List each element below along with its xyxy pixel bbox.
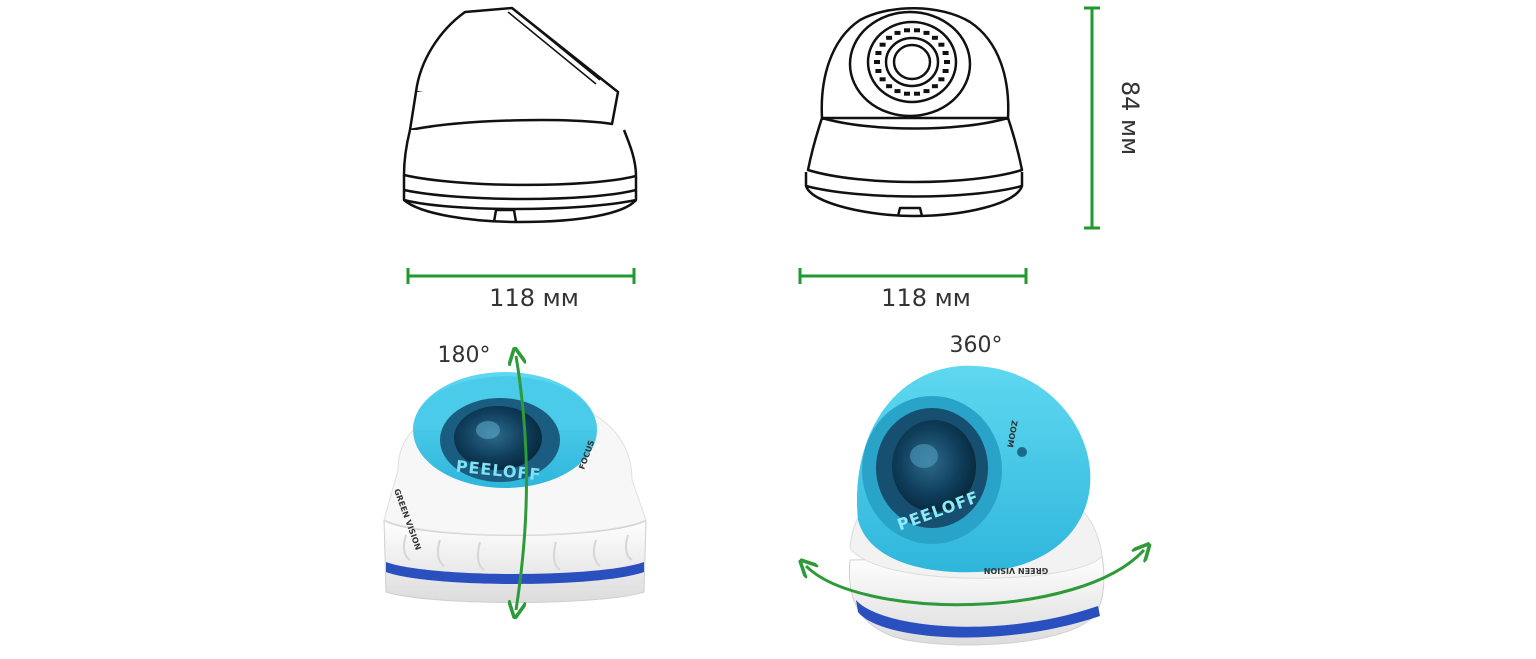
brand-logo-right: GREEN VISION [984, 566, 1049, 575]
front-view-drawing [804, 7, 1024, 218]
ir-led [923, 89, 930, 94]
ir-led [886, 84, 893, 89]
pan-arrow-icon [806, 550, 1144, 607]
ir-led [944, 60, 950, 64]
ir-led [875, 69, 882, 73]
tilt-angle-label: 180° [438, 343, 491, 368]
ir-led [942, 69, 949, 73]
ir-led [942, 51, 949, 55]
ir-led [914, 28, 920, 33]
ir-led [879, 77, 886, 82]
ir-led [904, 28, 910, 33]
ir-led [923, 30, 930, 35]
ir-led [894, 89, 901, 94]
ir-led [879, 42, 886, 47]
ir-led [894, 30, 901, 35]
ir-led [938, 42, 945, 47]
ir-led [875, 51, 882, 55]
side-view-drawing [402, 6, 638, 224]
ir-led-ring [874, 28, 950, 96]
tilt-arrow-icon [516, 356, 528, 610]
height-dimension [1084, 6, 1100, 230]
width-dimension-right [798, 268, 1028, 284]
ir-led [874, 60, 880, 64]
ir-led [931, 84, 938, 89]
ir-led [931, 35, 938, 40]
ir-led [886, 35, 893, 40]
pan-angle-label: 360° [950, 333, 1003, 358]
height-label: 84 мм [1116, 81, 1144, 155]
ir-led [938, 77, 945, 82]
width-label-right: 118 мм [881, 284, 971, 312]
ir-led [904, 91, 910, 96]
width-dimension-left [406, 268, 636, 284]
ir-led [914, 91, 920, 96]
camera-tilt-view: PEELOFF FOCUS GREEN VISION [383, 372, 647, 603]
width-label-left: 118 мм [489, 284, 579, 312]
